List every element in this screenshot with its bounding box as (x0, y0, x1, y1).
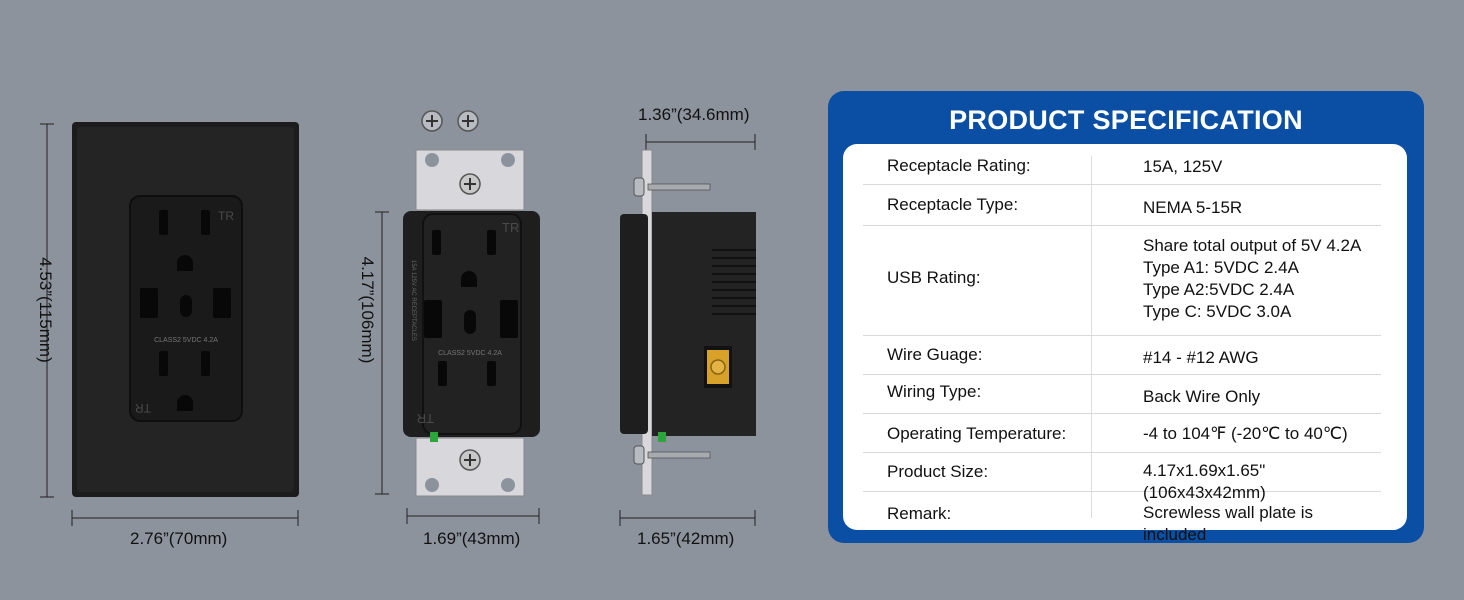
spec-value: NEMA 5-15R (1143, 198, 1243, 217)
outlet-tr-top: TR (502, 220, 519, 235)
spec-value: 4.17x1.69x1.65" (106x43x42mm) (1143, 461, 1266, 502)
spec-row-receptacle-type: Receptacle Type: NEMA 5-15R (863, 185, 1381, 226)
spec-row-receptacle-rating: Receptacle Rating: 15A, 125V (863, 144, 1381, 185)
outlet-height-label: 4.17”(106mm) (358, 256, 377, 364)
spec-key: USB Rating: (887, 268, 981, 287)
plate-height-label: 4.53”(115mm) (36, 257, 55, 363)
plate-width-label: 2.76”(70mm) (130, 529, 228, 548)
side-top-depth-label: 1.36”(34.6mm) (638, 105, 750, 124)
spec-value-line: Share total output of 5V 4.2A (1143, 236, 1362, 255)
spec-row-wire-gauge: Wire Guage: #14 - #12 AWG (863, 336, 1381, 375)
spec-column-divider (1091, 156, 1092, 518)
spec-value: 15A, 125V (1143, 157, 1223, 176)
plate-usb-class: CLASS2 5VDC 4.2A (154, 337, 218, 344)
outlet-width-label: 1.69”(43mm) (423, 529, 521, 548)
plate-tr-bottom: TR (135, 401, 151, 415)
spec-key: Receptacle Rating: (887, 156, 1031, 175)
spec-row-product-size: Product Size: 4.17x1.69x1.65" (106x43x42… (863, 453, 1381, 502)
spec-row-remark: Remark: Screwless wall plate is included (863, 492, 1381, 544)
spec-title: PRODUCT SPECIFICATION (949, 105, 1303, 135)
spec-value-line: Type A2:5VDC 2.4A (1143, 280, 1295, 299)
outlet-usb-class: CLASS2 5VDC 4.2A (438, 350, 502, 357)
spec-row-operating-temperature: Operating Temperature: -4 to 104℉ (-20℃ … (863, 414, 1381, 453)
plate-tr-top: TR (218, 209, 234, 223)
spec-key: Remark: (887, 504, 952, 523)
spec-row-wiring-type: Wiring Type: Back Wire Only (863, 375, 1381, 414)
wall-plate-drawing: TR TR CLASS2 5VDC 4.2A (40, 122, 299, 526)
outlet-front-drawing: TR TR CLASS2 5VDC 4.2A 15A 125V AC RECEP… (375, 110, 540, 524)
spec-key: Product Size: (887, 462, 989, 481)
spec-value: Back Wire Only (1143, 387, 1261, 406)
spec-value-line: Type C: 5VDC 3.0A (1143, 302, 1292, 321)
spec-value: #14 - #12 AWG (1143, 348, 1259, 367)
spec-value: -4 to 104℉ (-20℃ to 40℃) (1143, 424, 1348, 443)
outlet-side-text: 15A 125V AC RECEPTACLES (410, 260, 416, 341)
spec-key: Receptacle Type: (887, 195, 1019, 214)
spec-key: Wiring Type: (887, 382, 982, 401)
spec-key: Operating Temperature: (887, 424, 1067, 443)
outlet-tr-bottom: TR (417, 411, 434, 426)
outlet-side-drawing (619, 134, 756, 526)
spec-key: Wire Guage: (887, 345, 983, 364)
side-bottom-depth-label: 1.65”(42mm) (637, 529, 735, 548)
spec-panel: PRODUCT SPECIFICATION Receptacle Rating:… (828, 91, 1424, 544)
spec-value-line: Type A1: 5VDC 2.4A (1143, 258, 1299, 277)
spec-row-usb-rating: USB Rating: Share total output of 5V 4.2… (863, 226, 1381, 336)
spec-value: Screwless wall plate is included (1143, 503, 1314, 544)
spec-table: Receptacle Rating: 15A, 125V Receptacle … (843, 144, 1407, 544)
